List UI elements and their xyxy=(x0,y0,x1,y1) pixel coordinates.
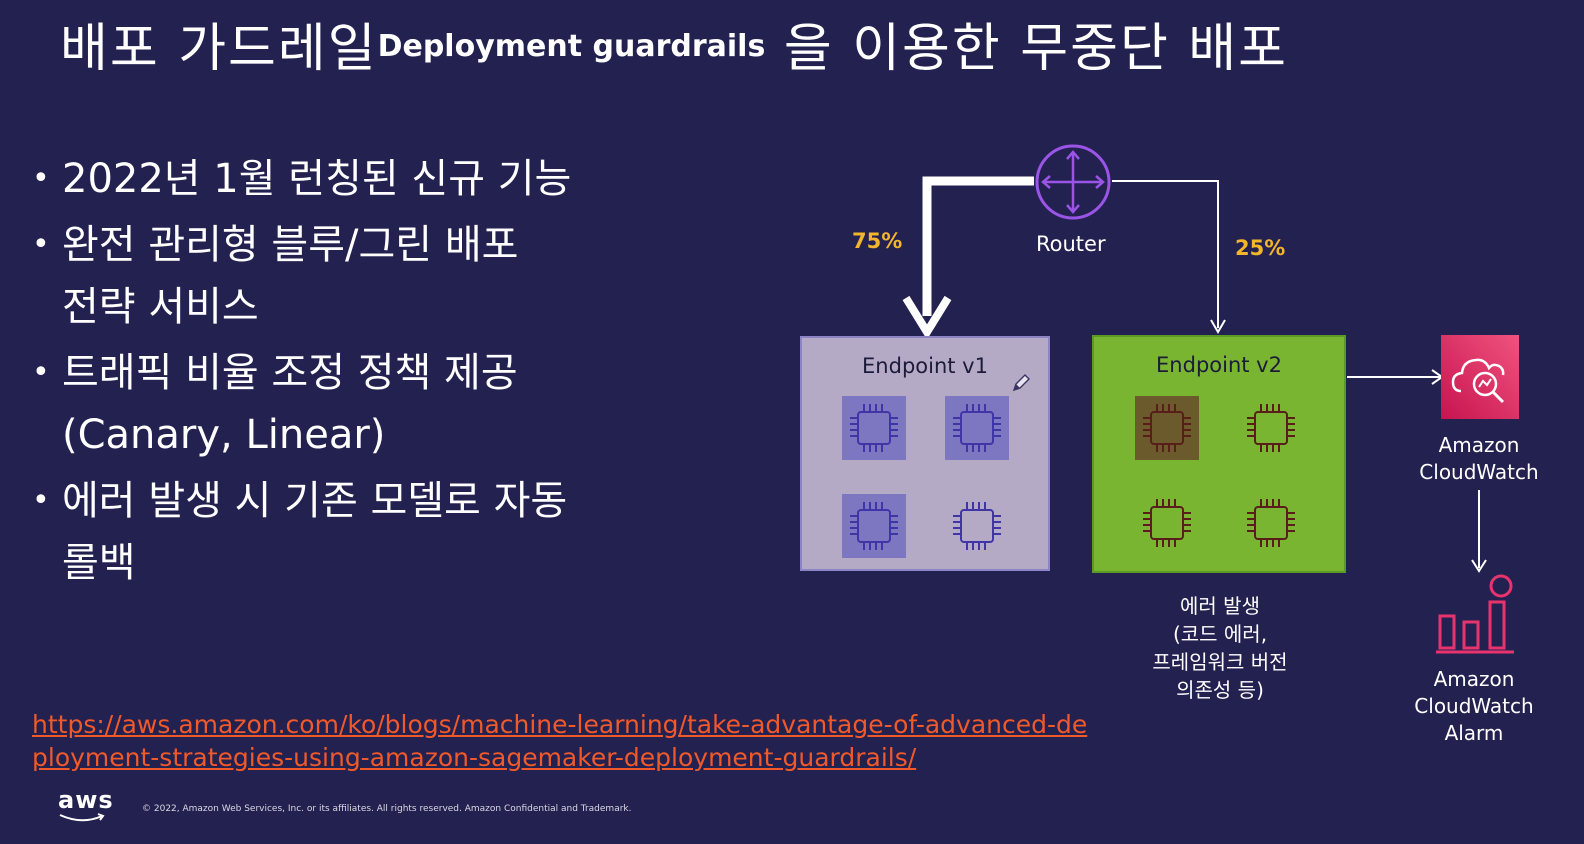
router-label: Router xyxy=(1036,232,1106,256)
bullet-text: 에러 발생 시 기존 모델로 자동 xyxy=(62,478,568,524)
cloudwatch-label-line: Amazon xyxy=(1438,433,1520,457)
chip-icon xyxy=(1247,404,1295,452)
chip-icon xyxy=(945,396,1009,460)
error-line: 의존성 등) xyxy=(1176,678,1264,702)
cloudwatch-label: Amazon CloudWatch xyxy=(1406,432,1552,486)
bullet-item: • 2022년 1월 런칭된 신규 기능 xyxy=(30,148,630,210)
title-prefix: 배포 가드레일 xyxy=(60,19,378,79)
page-title: 배포 가드레일Deployment guardrails 을 이용한 무중단 배… xyxy=(60,6,1288,81)
bullet-list: • 2022년 1월 런칭된 신규 기능 • 완전 관리형 블루/그린 배포 전… xyxy=(30,148,630,598)
bullet-text: 트래픽 비율 조정 정책 제공 xyxy=(62,350,518,396)
blog-link[interactable]: https://aws.amazon.com/ko/blogs/machine-… xyxy=(32,710,1088,772)
chip-icon xyxy=(1143,499,1191,547)
chip-icon xyxy=(1247,499,1295,547)
router-icon xyxy=(1035,144,1111,220)
error-line: (코드 에러, xyxy=(1172,622,1268,646)
bullet-item: • 완전 관리형 블루/그린 배포 전략 서비스 xyxy=(30,214,630,338)
alarm-label-line: CloudWatch xyxy=(1414,694,1534,718)
title-english: Deployment guardrails xyxy=(377,29,766,64)
aws-logo: aws xyxy=(58,786,114,814)
bullet-item: • 트래픽 비율 조정 정책 제공 (Canary, Linear) xyxy=(30,342,630,466)
bullet-dot: • xyxy=(32,483,50,518)
error-line: 프레임워크 버전 xyxy=(1152,650,1288,674)
bullet-dot: • xyxy=(32,161,50,196)
error-description: 에러 발생 (코드 에러, 프레임워크 버전 의존성 등) xyxy=(1110,592,1330,704)
pencil-icon xyxy=(1012,374,1030,392)
bullet-text: 완전 관리형 블루/그린 배포 xyxy=(62,222,519,268)
cloudwatch-label-line: CloudWatch xyxy=(1419,460,1539,484)
alarm-label-line: Amazon xyxy=(1433,667,1515,691)
traffic-percent-v1: 75% xyxy=(852,229,903,253)
chip-icon xyxy=(842,396,906,460)
bullet-text: 2022년 1월 런칭된 신규 기능 xyxy=(62,156,572,202)
chip-icon xyxy=(953,502,1001,550)
alarm-label-line: Alarm xyxy=(1444,721,1504,745)
alarm-icon xyxy=(1436,574,1514,654)
aws-smile-icon xyxy=(59,813,105,822)
copyright-text: © 2022, Amazon Web Services, Inc. or its… xyxy=(142,804,632,814)
error-line: 에러 발생 xyxy=(1180,594,1260,618)
endpoint-v1-title: Endpoint v1 xyxy=(862,354,988,378)
bullet-dot: • xyxy=(32,355,50,390)
endpoint-v2-title: Endpoint v2 xyxy=(1156,353,1282,377)
endpoint-v2-box: Endpoint v2 xyxy=(1092,335,1346,573)
bullet-text-cont: (Canary, Linear) xyxy=(62,412,386,458)
bullet-dot: • xyxy=(32,227,50,262)
chip-icon xyxy=(842,494,906,558)
title-suffix: 을 이용한 무중단 배포 xyxy=(765,19,1288,79)
bullet-text-cont: 전략 서비스 xyxy=(62,284,259,330)
alarm-label: Amazon CloudWatch Alarm xyxy=(1400,666,1548,747)
bullet-text-cont: 롤백 xyxy=(62,540,136,586)
chip-icon xyxy=(1135,396,1199,460)
bullet-item: • 에러 발생 시 기존 모델로 자동 롤백 xyxy=(30,470,630,594)
endpoint-v1-box: Endpoint v1 xyxy=(800,336,1050,571)
cloudwatch-icon xyxy=(1441,335,1519,419)
traffic-percent-v2: 25% xyxy=(1235,236,1286,260)
